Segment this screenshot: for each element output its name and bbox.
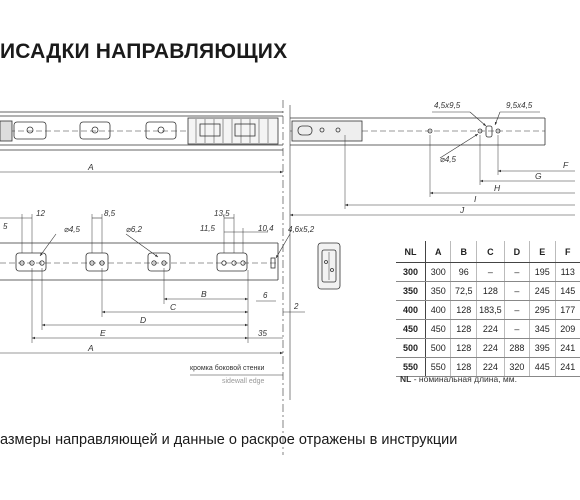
col-header: D [503, 241, 530, 263]
dim-F: F [563, 160, 569, 170]
table-row: 450 450 128 224 – 345 209 [396, 319, 580, 339]
dim-dia-4-5: ⌀4,5 [64, 225, 80, 234]
dim-hole-9-5x4-5: 9,5x4,5 [506, 101, 533, 110]
table-cell: 224 [476, 357, 505, 377]
table-cell: 241 [554, 357, 580, 377]
table-cell: 288 [503, 338, 530, 358]
dim-35: 35 [258, 329, 267, 338]
table-cell: – [503, 319, 530, 339]
table-cell: 72,5 [450, 281, 477, 301]
dim-A-top: A [87, 162, 94, 172]
table-cell: 145 [554, 281, 580, 301]
page-title: ИСАДКИ НАПРАВЛЯЮЩИХ [0, 40, 288, 63]
table-row: 300 300 96 – – 195 113 [396, 262, 580, 282]
col-header: B [450, 241, 477, 263]
table-cell: 245 [529, 281, 555, 301]
dim-C: C [170, 302, 177, 312]
table-cell: 177 [554, 300, 580, 320]
table-row: 350 350 72,5 128 – 245 145 [396, 281, 580, 301]
table-cell: 128 [450, 338, 477, 358]
table-cell: 450 [424, 319, 451, 339]
table-cell: 445 [529, 357, 555, 377]
table-cell: 450 [396, 319, 426, 339]
dim-G: G [535, 171, 542, 181]
dim-slot-4-6x5-2: 4,6x5,2 [288, 225, 315, 234]
col-header: E [529, 241, 555, 263]
dim-E: E [100, 328, 106, 338]
table-cell: 128 [450, 357, 477, 377]
table-cell: 300 [424, 262, 451, 282]
table-cell: 224 [476, 338, 505, 358]
dim-13-5: 13,5 [214, 209, 230, 218]
table-cell: – [476, 262, 505, 282]
table-cell: 400 [424, 300, 451, 320]
col-header: C [476, 241, 505, 263]
table-cell: 395 [529, 338, 555, 358]
col-header: A [424, 241, 451, 263]
table-cell: 300 [396, 262, 426, 282]
table-cell: – [503, 281, 530, 301]
dimensions-table: NL A B C D E F 300 300 96 – – 195 113 35… [396, 241, 580, 377]
dim-6: 6 [263, 291, 268, 300]
table-row: 550 550 128 224 320 445 241 [396, 357, 580, 377]
dim-5: 5 [3, 222, 8, 231]
sidewall-note-en: sidewall edge [222, 378, 265, 385]
dim-B: B [201, 289, 207, 299]
table-cell: 209 [554, 319, 580, 339]
table-cell: 128 [450, 319, 477, 339]
table-cell: 350 [396, 281, 426, 301]
dim-11-5: 11,5 [200, 224, 216, 233]
top-rail-view [0, 100, 575, 455]
dim-J: J [459, 205, 465, 215]
dim-I: I [474, 194, 477, 204]
table-row: 500 500 128 224 288 395 241 [396, 338, 580, 358]
dim-dia-4-5-top: ⌀4,5 [440, 155, 456, 164]
table-cell: 96 [450, 262, 477, 282]
top-dimension-labels: A F G H I J 4,5x9,5 9,5x4,5 ⌀4,5 [87, 101, 569, 215]
dim-dia-6-2: ⌀6,2 [126, 225, 142, 234]
table-cell: 295 [529, 300, 555, 320]
table-header-row: NL A B C D E F [396, 241, 580, 263]
table-cell: 400 [396, 300, 426, 320]
table-row: 400 400 128 183,5 – 295 177 [396, 300, 580, 320]
table-cell: 320 [503, 357, 530, 377]
table-cell: 113 [554, 262, 580, 282]
table-cell: 128 [450, 300, 477, 320]
table-cell: – [503, 262, 530, 282]
col-header: F [554, 241, 580, 263]
sidewall-note-ru: кромка боковой стенки [190, 364, 264, 372]
table-legend: NL - номинальная длина, мм. [400, 374, 517, 384]
col-header: NL [396, 241, 426, 263]
table-cell: 195 [529, 262, 555, 282]
legend-key: NL [400, 374, 412, 384]
dim-D: D [140, 315, 146, 325]
dim-12: 12 [36, 209, 45, 218]
table-cell: 183,5 [476, 300, 505, 320]
bottom-rail-view [0, 214, 341, 376]
legend-text: - номинальная длина, мм. [411, 374, 517, 384]
table-cell: – [503, 300, 530, 320]
table-cell: 550 [424, 357, 451, 377]
table-cell: 241 [554, 338, 580, 358]
dim-2: 2 [293, 302, 299, 311]
table-cell: 224 [476, 319, 505, 339]
bottom-dimension-labels: 5 12 ⌀4,5 8,5 ⌀6,2 13,5 11,5 10,4 4,6x5,… [3, 209, 315, 385]
dim-10-4: 10,4 [258, 224, 274, 233]
table-cell: 350 [424, 281, 451, 301]
table-cell: 345 [529, 319, 555, 339]
dim-H: H [494, 183, 501, 193]
dim-hole-4-5x9-5: 4,5x9,5 [434, 101, 461, 110]
table-cell: 500 [396, 338, 426, 358]
table-cell: 128 [476, 281, 505, 301]
dim-8-5: 8,5 [104, 209, 116, 218]
table-cell: 500 [424, 338, 451, 358]
footer-note: азмеры направляющей и данные о раскрое о… [0, 432, 458, 448]
dim-A-bottom: A [87, 343, 94, 353]
